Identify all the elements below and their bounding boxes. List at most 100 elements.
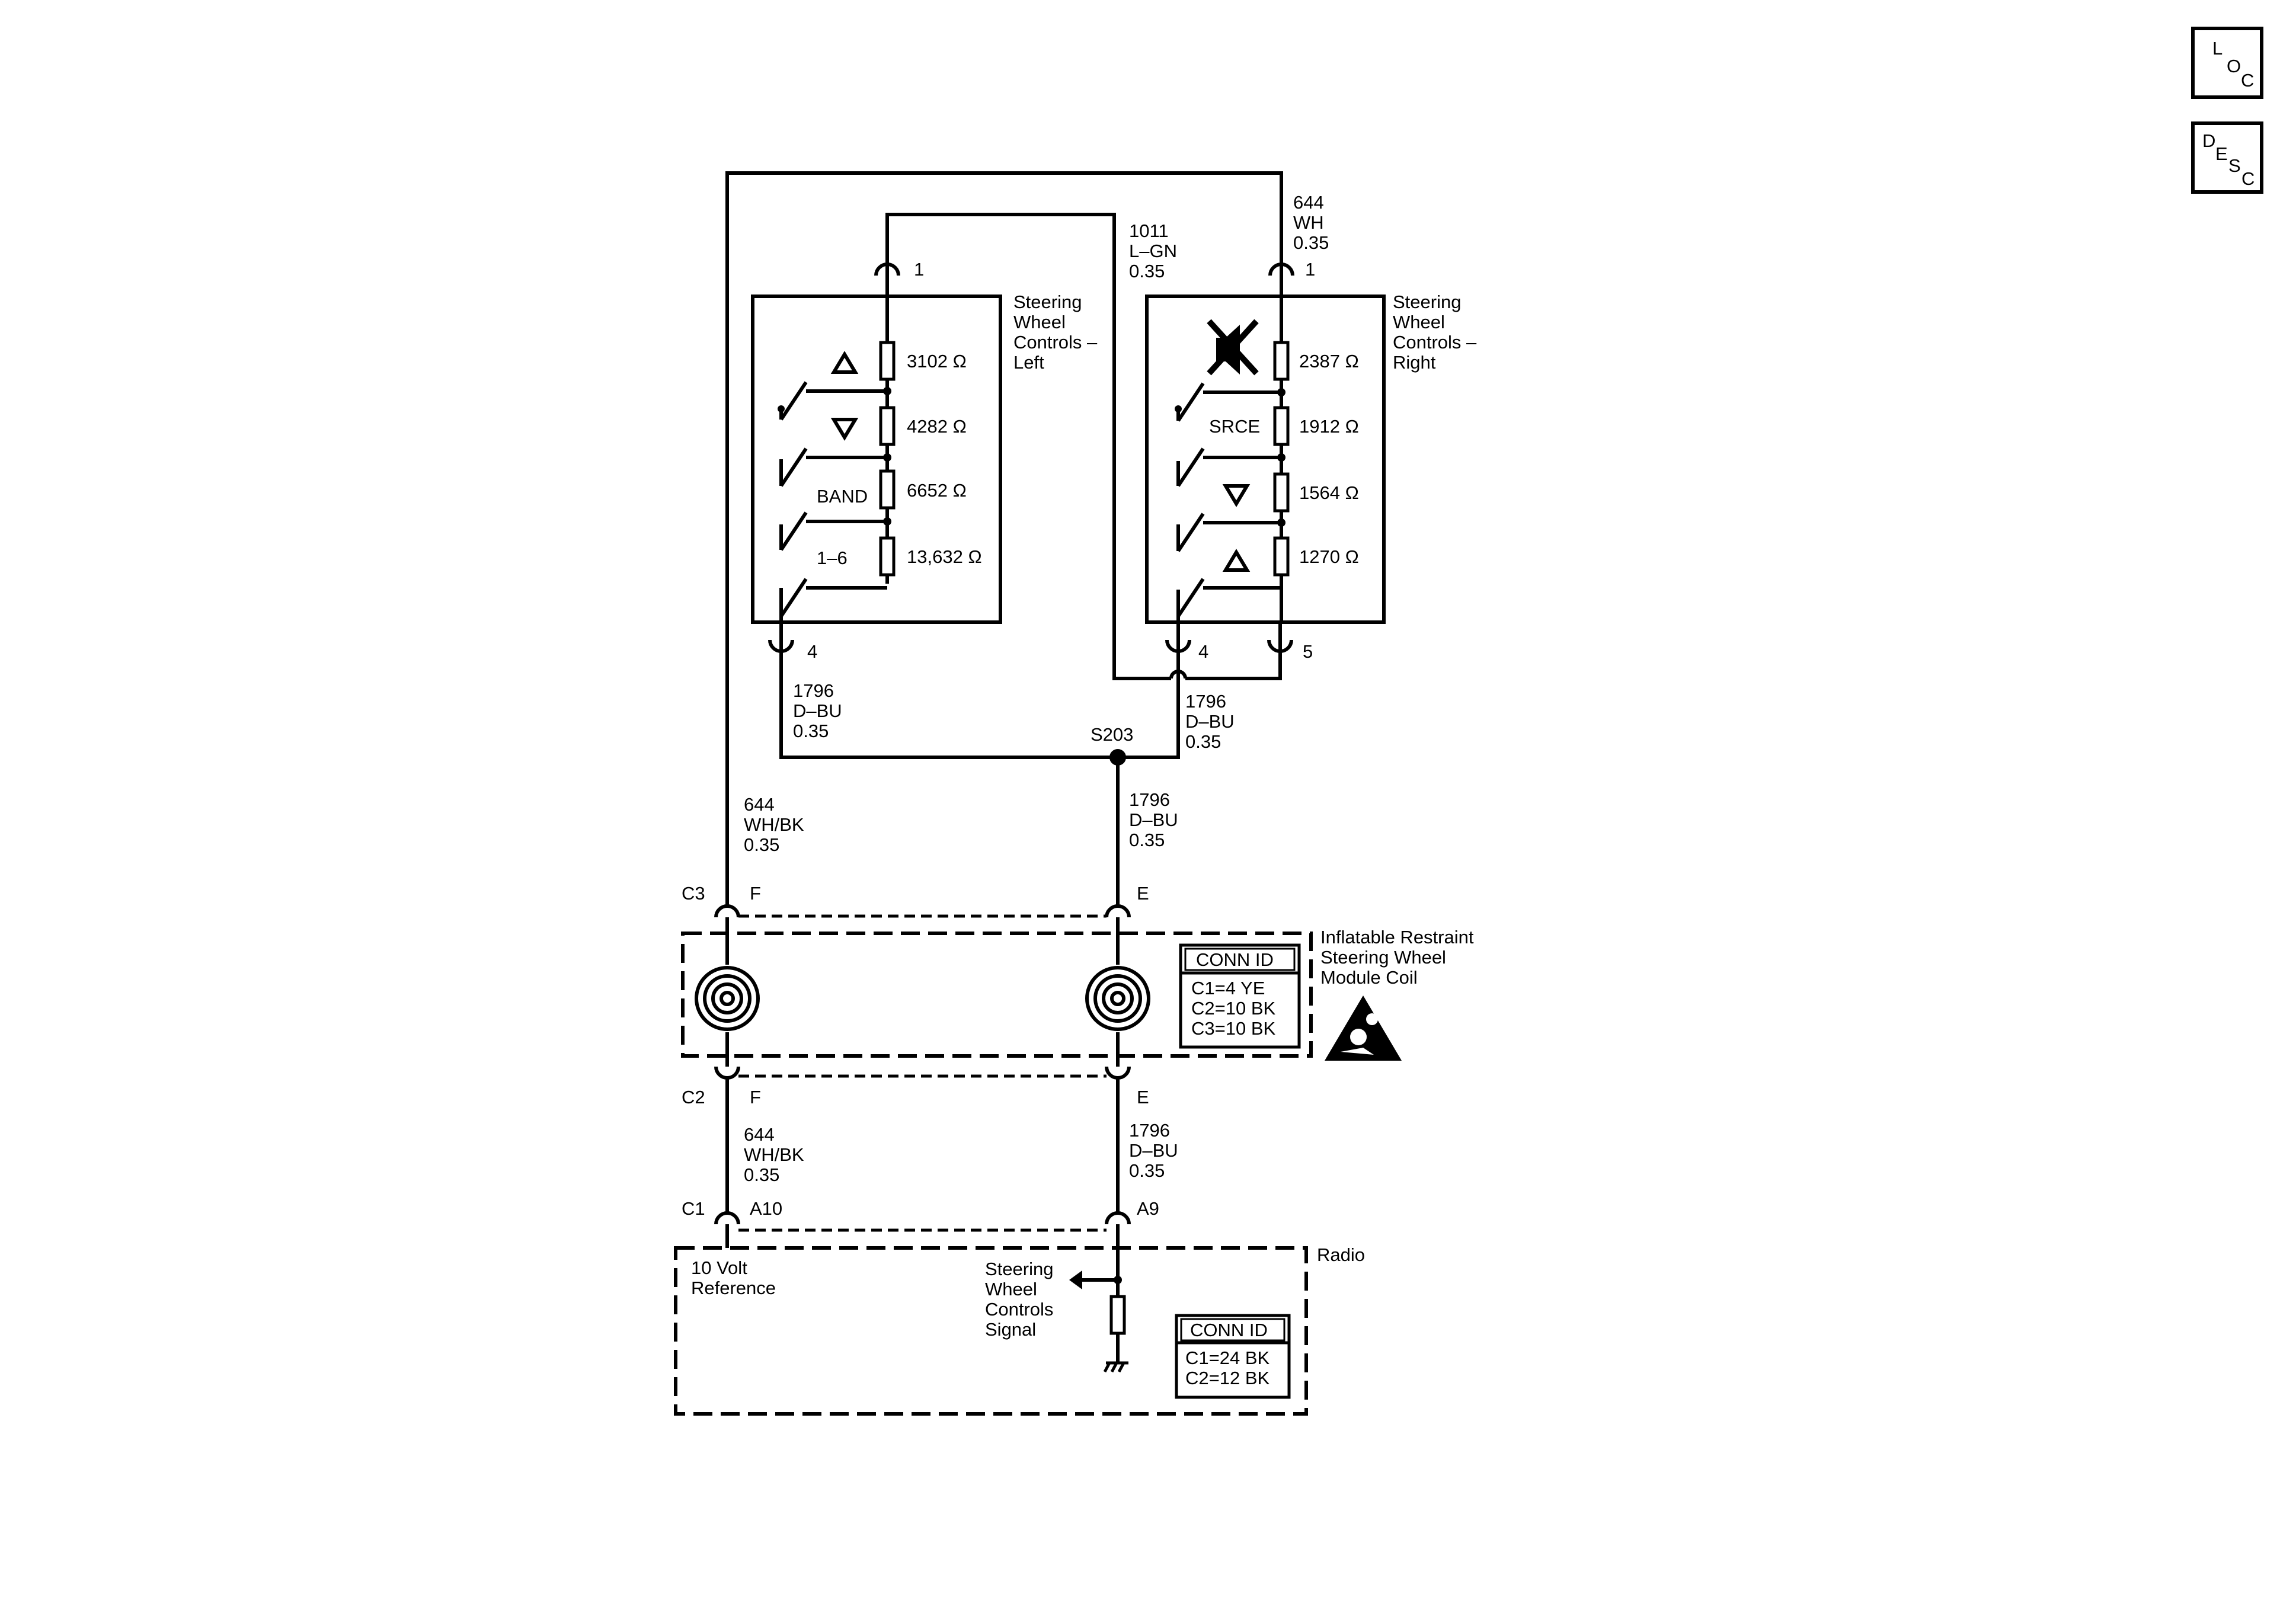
svg-text:644: 644: [744, 794, 775, 815]
left-switch-assembly: 3102 Ω 4282 Ω 6652 Ω 13,632 Ω BAND 1–6 S…: [751, 292, 1098, 624]
svg-text:D–BU: D–BU: [793, 700, 842, 721]
coil-conn-c2: C2: [682, 1087, 705, 1108]
left-title-line-3: Controls –: [1013, 332, 1098, 353]
up-arrow-icon: [830, 351, 859, 374]
desc-letter-s: S: [2228, 155, 2241, 176]
coil-conn-id-row: C3=10 BK: [1191, 1018, 1276, 1039]
wire-label-1796-lower: 1796 D–BU 0.35: [1129, 1120, 1178, 1181]
coil-conn-id-header: CONN ID: [1196, 949, 1274, 970]
right-resistor-3: [1273, 472, 1290, 513]
desc-letter-d: D: [2202, 130, 2215, 151]
airbag-warning-icon: [1325, 996, 1402, 1061]
left-res-label-3: 6652 Ω: [907, 480, 967, 501]
svg-text:D–BU: D–BU: [1185, 711, 1235, 732]
mute-icon: [1207, 319, 1259, 376]
left-resistor-3: [879, 469, 896, 510]
clockspring-coil-right: [1085, 966, 1150, 1031]
loc-button[interactable]: L O C: [2191, 27, 2263, 99]
left-band-label: BAND: [817, 486, 868, 507]
left-title-line-1: Steering: [1013, 292, 1082, 312]
right-title-line-1: Steering: [1393, 292, 1461, 312]
radio-signal-line-2: Wheel: [985, 1279, 1037, 1299]
right-resistor-4: [1273, 536, 1290, 577]
left-pin-1: 1: [914, 259, 924, 280]
radio-conn-c1: C1: [682, 1198, 705, 1219]
radio-ref-line-2: Reference: [691, 1278, 776, 1298]
coil-pin-e-bottom: E: [1137, 1087, 1149, 1108]
right-pin-1: 1: [1305, 259, 1315, 280]
radio-pin-a10: A10: [750, 1198, 782, 1219]
svg-text:0.35: 0.35: [744, 834, 779, 855]
svg-text:0.35: 0.35: [1129, 1160, 1165, 1181]
wire-1796-left: [779, 662, 1118, 759]
desc-letter-e: E: [2215, 143, 2228, 164]
radio-signal-line-3: Controls: [985, 1299, 1053, 1320]
right-res-label-4: 1270 Ω: [1299, 546, 1359, 567]
down-arrow-icon: [830, 418, 859, 441]
wire-1796-right: [1118, 662, 1180, 759]
left-res-label-4: 13,632 Ω: [907, 546, 982, 567]
right-resistor-2: [1273, 406, 1290, 446]
radio-title: Radio: [1317, 1244, 1365, 1265]
radio-conn-id-row: C1=24 BK: [1185, 1347, 1270, 1368]
svg-text:1011: 1011: [1129, 220, 1169, 241]
svg-text:644: 644: [744, 1124, 775, 1145]
svg-text:1796: 1796: [1129, 1120, 1170, 1141]
svg-text:0.35: 0.35: [1129, 830, 1165, 850]
left-pin-4: 4: [807, 641, 817, 662]
radio-signal-line-1: Steering: [985, 1259, 1053, 1279]
svg-text:WH/BK: WH/BK: [744, 814, 804, 835]
right-res-label-2: 1912 Ω: [1299, 416, 1359, 437]
svg-text:WH: WH: [1293, 212, 1324, 233]
wires: [725, 171, 1283, 1363]
ground-icon: [1103, 1361, 1128, 1373]
clockspring-coil-left: [695, 966, 760, 1031]
left-resistor-2: [879, 406, 896, 446]
radio-module: Radio C1 A10 A9 10 Volt Reference Steeri…: [674, 1198, 1365, 1416]
right-res-label-1: 2387 Ω: [1299, 351, 1359, 372]
svg-text:0.35: 0.35: [744, 1164, 779, 1185]
right-title-line-2: Wheel: [1393, 312, 1445, 332]
coil-title-line-3: Module Coil: [1320, 967, 1418, 988]
svg-text:1796: 1796: [1129, 789, 1170, 810]
right-switch-assembly: 2387 Ω 1912 Ω 1564 Ω 1270 Ω SRCE Steerin…: [1145, 292, 1477, 624]
wire-label-1796-mid: 1796 D–BU 0.35: [1129, 789, 1178, 850]
coil-pin-f-top: F: [750, 883, 761, 904]
right-title-line-3: Controls –: [1393, 332, 1477, 353]
connector-dashes: [738, 914, 1107, 1232]
wire-label-644-whbk-upper: 644 WH/BK 0.35: [744, 794, 804, 855]
svg-text:WH/BK: WH/BK: [744, 1144, 804, 1165]
left-res-label-2: 4282 Ω: [907, 416, 967, 437]
coil-title-line-2: Steering Wheel: [1320, 947, 1446, 968]
radio-conn-id-row: C2=12 BK: [1185, 1368, 1270, 1388]
right-res-label-3: 1564 Ω: [1299, 482, 1359, 503]
radio-conn-id-header: CONN ID: [1190, 1320, 1268, 1340]
svg-text:1796: 1796: [793, 680, 834, 701]
desc-button[interactable]: D E S C: [2191, 121, 2263, 194]
wire-label-1796-right: 1796 D–BU 0.35: [1185, 691, 1235, 752]
svg-text:D–BU: D–BU: [1129, 1140, 1178, 1161]
wire-1011-return: [1185, 664, 1282, 680]
left-res-label-1: 3102 Ω: [907, 351, 967, 372]
coil-pin-e-top: E: [1137, 883, 1149, 904]
splice-s203: [1109, 749, 1126, 766]
wire-label-644-wh: 644 WH 0.35: [1293, 192, 1329, 253]
signal-arrow-icon: [1069, 1270, 1082, 1289]
radio-pin-a9: A9: [1137, 1198, 1159, 1219]
loc-letter-l: L: [2212, 38, 2223, 59]
terminals: [714, 263, 1294, 1225]
right-resistor-1: [1273, 341, 1290, 381]
coil-conn-id-table: CONN ID C1=4 YE C2=10 BK C3=10 BK: [1179, 943, 1301, 1049]
svg-text:644: 644: [1293, 192, 1324, 213]
svg-text:D–BU: D–BU: [1129, 809, 1178, 830]
wire-1011: [885, 213, 1171, 680]
radio-signal-line-4: Signal: [985, 1319, 1036, 1340]
left-resistor-4: [879, 536, 896, 577]
coil-pin-f-bottom: F: [750, 1087, 761, 1108]
left-preset-label: 1–6: [817, 548, 848, 568]
right-pin-5: 5: [1303, 641, 1313, 662]
left-title-line-4: Left: [1013, 352, 1044, 373]
desc-letter-c: C: [2241, 168, 2255, 189]
down-arrow-icon: [1222, 484, 1251, 507]
